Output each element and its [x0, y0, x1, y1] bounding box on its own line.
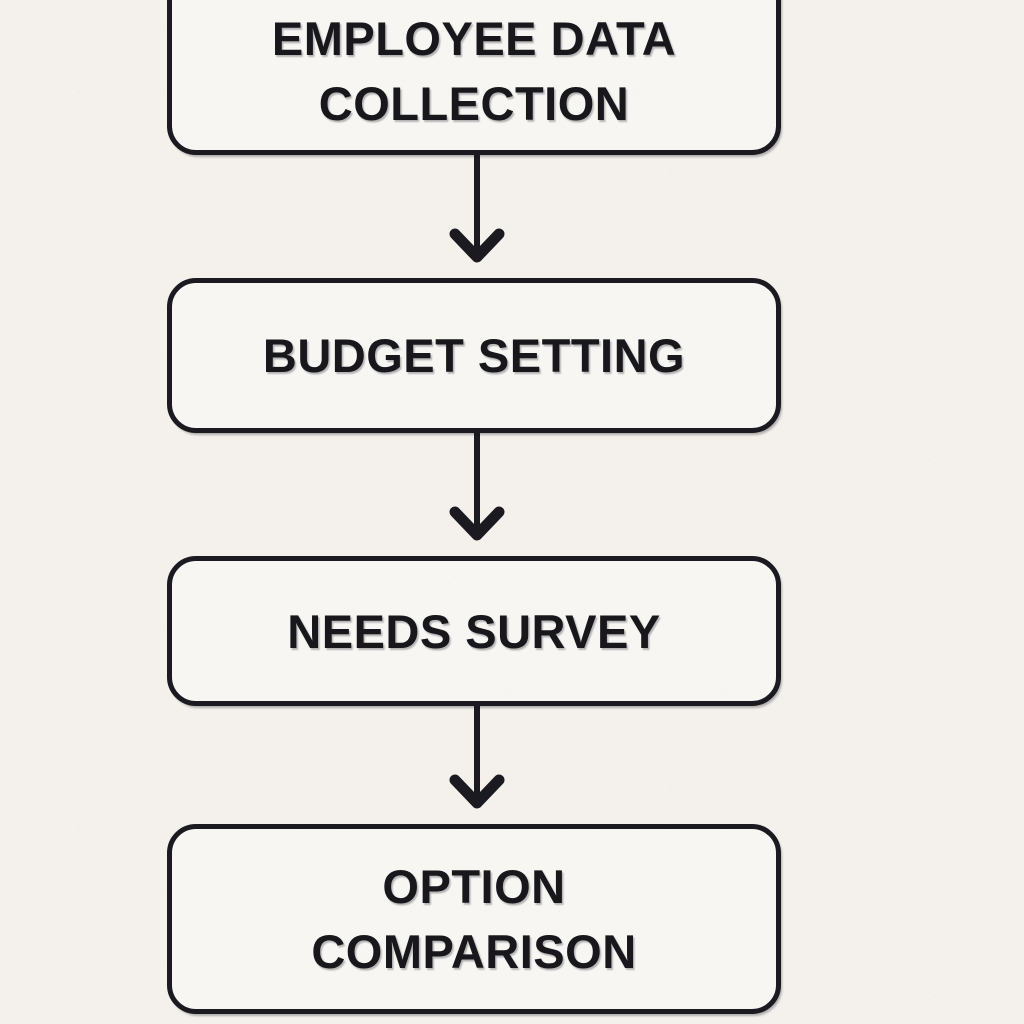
node-needs-survey[interactable]: NEEDS SURVEY [167, 556, 781, 706]
arrow-1-head-icon [449, 228, 505, 263]
node-needs-survey-label: NEEDS SURVEY [287, 604, 661, 658]
arrow-3-head-icon [449, 774, 505, 809]
arrow-2-head-icon [449, 506, 505, 541]
node-budget-setting-label: BUDGET SETTING [262, 329, 686, 382]
connector-budget-setting-to-needs-survey [449, 433, 505, 541]
node-employee-data-collection[interactable]: EMPLOYEE DATA COLLECTION [167, 0, 781, 155]
node-option-comparison-label: OPTION COMPARISON [311, 860, 637, 978]
node-employee-data-collection-label: EMPLOYEE DATA COLLECTION [271, 12, 677, 130]
node-option-comparison[interactable]: OPTION COMPARISON [167, 824, 781, 1014]
connector-needs-survey-to-option-comparison [449, 706, 505, 809]
node-budget-setting[interactable]: BUDGET SETTING [167, 278, 781, 433]
connector-employee-data-collection-to-budget-setting [449, 155, 505, 263]
